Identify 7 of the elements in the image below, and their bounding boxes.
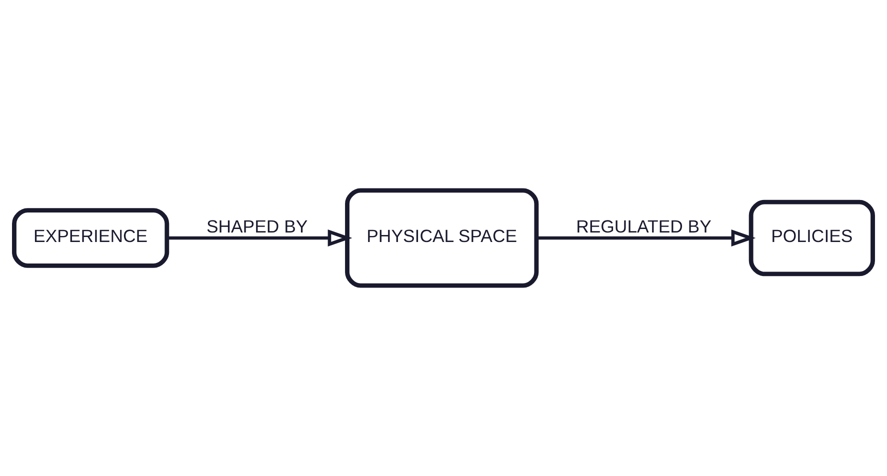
edge-label: SHAPED BY	[206, 216, 308, 236]
node-box: PHYSICAL SPACE	[345, 188, 539, 288]
edge-label: REGULATED BY	[576, 216, 712, 236]
node-box: POLICIES	[748, 200, 875, 276]
arrow	[166, 229, 352, 247]
arrow	[536, 229, 756, 247]
node-box: EXPERIENCE	[12, 208, 170, 268]
